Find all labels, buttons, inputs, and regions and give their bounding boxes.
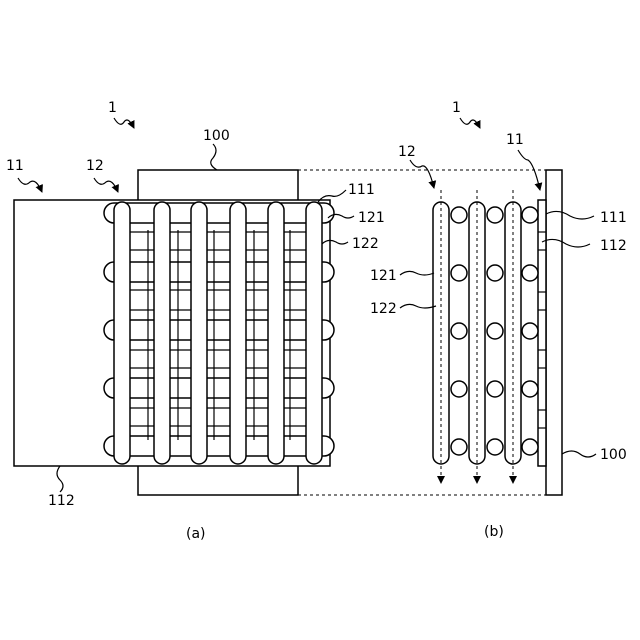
view-a: 1 11 12 100 111 121 122 112 (a) [6, 100, 546, 542]
leader-tube-assembly-b [410, 160, 434, 188]
caption-b: (b) [484, 524, 504, 540]
label-112-a: 112 [48, 493, 75, 509]
label-tube-assembly-b: 12 [398, 144, 416, 160]
vertical-tube [191, 202, 207, 464]
label-112-b: 112 [600, 238, 627, 254]
flow-arrow-icon [437, 476, 445, 484]
leader-device-b [460, 118, 480, 128]
horizontal-tube [104, 320, 334, 340]
tube-section [522, 381, 538, 397]
tube-section [487, 439, 503, 455]
label-122-b: 122 [370, 301, 397, 317]
horizontal-tube [104, 436, 334, 456]
label-121-a: 121 [358, 210, 385, 226]
label-device-a: 1 [108, 100, 117, 116]
tube-section [451, 381, 467, 397]
label-device-b: 1 [452, 100, 461, 116]
base-plate-b [546, 170, 562, 495]
tube-section [487, 381, 503, 397]
label-111-a: 111 [348, 182, 375, 198]
leader-tube-assembly-a [94, 178, 118, 192]
leader-121-b [400, 271, 434, 275]
label-121-b: 121 [370, 268, 397, 284]
vertical-tube [230, 202, 246, 464]
caption-a: (a) [186, 526, 206, 542]
tube-section [522, 323, 538, 339]
vertical-tube [268, 202, 284, 464]
vertical-tube [114, 202, 130, 464]
vertical-tube [306, 202, 322, 464]
frame-b [538, 200, 546, 466]
label-frame-a: 11 [6, 158, 24, 174]
tube-section [522, 207, 538, 223]
label-base-b: 100 [600, 447, 627, 463]
leader-base-b [562, 451, 596, 457]
tube-section [487, 323, 503, 339]
tube-section [487, 207, 503, 223]
tube-columns-b [433, 190, 538, 484]
tube-section [451, 265, 467, 281]
leader-112-a [57, 466, 63, 492]
label-frame-b: 11 [506, 132, 524, 148]
horizontal-tube [104, 203, 334, 223]
label-122-a: 122 [352, 236, 379, 252]
label-base-a: 100 [203, 128, 230, 144]
horizontal-tube [104, 262, 334, 282]
tube-section [487, 265, 503, 281]
tube-section [451, 323, 467, 339]
leader-device-a [114, 118, 134, 128]
tube-section [451, 207, 467, 223]
label-tube-assembly-a: 12 [86, 158, 104, 174]
flow-arrow-icon [509, 476, 517, 484]
flow-arrow-icon [473, 476, 481, 484]
tube-section [522, 439, 538, 455]
label-111-b: 111 [600, 210, 627, 226]
view-b: 1 12 11 111 112 121 122 100 (b) [370, 100, 627, 540]
leader-base-a [211, 144, 217, 170]
tube-section [522, 265, 538, 281]
horizontal-tube [104, 378, 334, 398]
vertical-tube [154, 202, 170, 464]
leader-122-b [400, 304, 436, 308]
leader-frame-a [18, 178, 42, 192]
tube-section [451, 439, 467, 455]
